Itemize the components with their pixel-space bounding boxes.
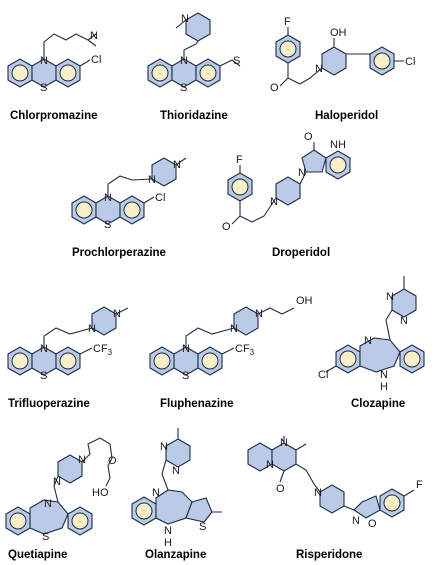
atom-n: N bbox=[152, 487, 160, 499]
atom-oh: OH bbox=[296, 295, 313, 307]
trifluoperazine-label: Trifluoperazine bbox=[8, 398, 90, 410]
atom-s: S bbox=[233, 55, 240, 67]
thioridazine-structure: N N S S Thioridazine bbox=[147, 12, 240, 122]
atom-n: N bbox=[44, 498, 52, 510]
trifluoperazine-structure: N N N S CF3 Trifluoperazine bbox=[7, 306, 129, 410]
atom-s: S bbox=[180, 82, 187, 94]
atom-n: N bbox=[40, 55, 48, 67]
quetiapine-label: Quetiapine bbox=[8, 549, 67, 561]
prochlorperazine-label: Prochlorperazine bbox=[72, 247, 166, 259]
atom-n: N bbox=[90, 30, 98, 42]
atom-n: N bbox=[314, 487, 322, 499]
atom-n: N bbox=[40, 343, 48, 355]
atom-cl: Cl bbox=[155, 192, 165, 204]
atom-o: O bbox=[368, 518, 377, 530]
atom-cl: Cl bbox=[405, 56, 415, 68]
fluphenazine-structure: N N N S CF3 OH Fluphenazine bbox=[149, 295, 313, 410]
atom-h: H bbox=[380, 381, 388, 393]
atom-s: S bbox=[182, 370, 189, 382]
atom-n: N bbox=[160, 441, 168, 453]
atom-nh: N bbox=[164, 525, 172, 537]
thioridazine-label: Thioridazine bbox=[160, 110, 228, 122]
chlorpromazine-structure: N N S Cl Chlorpromazine bbox=[7, 30, 101, 122]
atom-n: N bbox=[255, 308, 263, 320]
atom-n: N bbox=[88, 323, 96, 335]
atom-n: N bbox=[266, 459, 274, 471]
atom-s: S bbox=[40, 370, 47, 382]
quetiapine-structure: N N N O HO S Quetiapine bbox=[5, 437, 117, 561]
olanzapine-label: Olanzapine bbox=[145, 549, 206, 561]
haloperidol-structure: F OH N Cl O Haloperidol bbox=[270, 16, 415, 122]
atom-s: S bbox=[40, 82, 47, 94]
atom-nh: N bbox=[380, 369, 388, 381]
atom-n: N bbox=[173, 159, 181, 171]
atom-o: O bbox=[304, 131, 313, 143]
atom-cl: Cl bbox=[91, 54, 101, 66]
olanzapine-structure: N N N N H S Olanzapine bbox=[131, 428, 222, 561]
atom-n: N bbox=[113, 308, 121, 320]
atom-f: F bbox=[236, 154, 243, 166]
atom-n: N bbox=[53, 476, 61, 488]
atom-cf3: CF3 bbox=[235, 343, 255, 357]
prochlorperazine-structure: N N N S Cl Prochlorperazine bbox=[71, 157, 187, 259]
atom-s: S bbox=[199, 521, 206, 533]
atom-cl: Cl bbox=[318, 369, 328, 381]
haloperidol-label: Haloperidol bbox=[315, 110, 378, 122]
risperidone-structure: N N O N N O F Risperidone bbox=[247, 436, 423, 561]
atom-f: F bbox=[416, 479, 423, 491]
atom-n: N bbox=[182, 343, 190, 355]
atom-n: N bbox=[78, 454, 86, 466]
atom-n: N bbox=[352, 515, 360, 527]
atom-n: N bbox=[364, 335, 372, 347]
atom-ho: HO bbox=[92, 487, 109, 499]
atom-n: N bbox=[280, 437, 288, 449]
clozapine-structure: N N N Cl N H Clozapine bbox=[318, 276, 425, 410]
atom-n: N bbox=[386, 291, 394, 303]
fluphenazine-label: Fluphenazine bbox=[160, 398, 233, 410]
atom-s: S bbox=[42, 531, 49, 543]
atom-s: S bbox=[104, 219, 111, 231]
atom-n: N bbox=[298, 167, 306, 179]
droperidol-label: Droperidol bbox=[272, 247, 330, 259]
atom-o: O bbox=[108, 455, 117, 467]
atom-o: O bbox=[270, 82, 279, 94]
atom-n: N bbox=[180, 55, 188, 67]
atom-n: N bbox=[270, 196, 278, 208]
atom-n: N bbox=[230, 323, 238, 335]
atom-cf3: CF3 bbox=[93, 343, 113, 357]
atom-o: O bbox=[276, 483, 285, 495]
atom-f: F bbox=[284, 16, 291, 28]
clozapine-label: Clozapine bbox=[351, 398, 405, 410]
atom-o: O bbox=[222, 221, 231, 233]
atom-oh: OH bbox=[330, 27, 347, 39]
atom-n: N bbox=[400, 315, 408, 327]
atom-n: N bbox=[148, 174, 156, 186]
atom-n: N bbox=[181, 13, 189, 25]
atom-nh: NH bbox=[330, 139, 346, 151]
chlorpromazine-label: Chlorpromazine bbox=[10, 110, 98, 122]
atom-h: H bbox=[164, 537, 172, 549]
risperidone-label: Risperidone bbox=[296, 549, 362, 561]
atom-n: N bbox=[172, 465, 180, 477]
atom-n: N bbox=[104, 192, 112, 204]
atom-n: N bbox=[315, 63, 323, 75]
droperidol-structure: F O N N NH O Droperidol bbox=[222, 131, 351, 259]
